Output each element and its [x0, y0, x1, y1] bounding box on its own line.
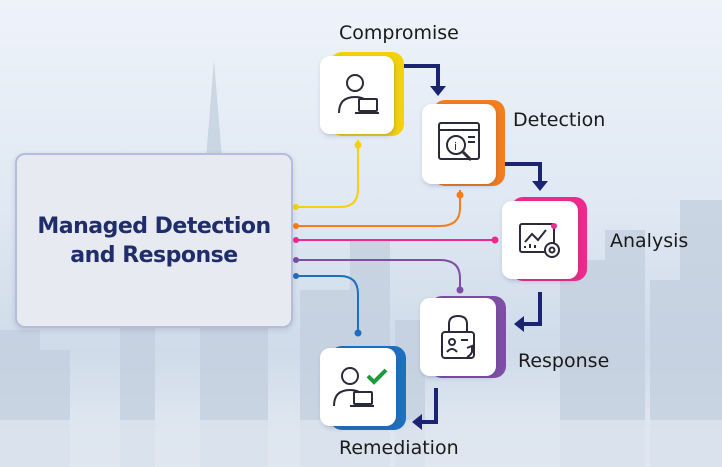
main-title-box: Managed Detection and Response: [15, 153, 293, 328]
flow-arrowhead-1: [430, 86, 446, 96]
label-detection: Detection: [513, 109, 606, 131]
step-card-remediation: [320, 346, 406, 430]
flow-arrow-1: [404, 64, 440, 88]
main-title-line-1: Managed Detection: [37, 213, 271, 239]
magnifier-window-icon: i: [438, 122, 480, 162]
connector-remediation: [295, 275, 359, 335]
step-card-response: [420, 296, 506, 378]
step-card-analysis: [502, 197, 587, 281]
user-check-icon: [333, 367, 388, 407]
flow-arrowhead-2: [532, 181, 548, 191]
svg-text:i: i: [454, 140, 457, 153]
analytics-dashboard-icon: [519, 223, 560, 258]
flow-arrowhead-3: [514, 316, 524, 332]
flow-arrow-3: [522, 292, 542, 326]
connector-compromise: [295, 140, 359, 208]
main-title-line-2: and Response: [70, 242, 238, 268]
lock-user-icon: [441, 314, 475, 359]
flow-arrowhead-4: [412, 414, 422, 430]
label-response: Response: [518, 350, 610, 372]
flow-arrow-2: [505, 162, 542, 183]
label-remediation: Remediation: [339, 437, 459, 459]
connector-detection: [295, 190, 461, 227]
step-card-detection: [422, 100, 505, 186]
label-compromise: Compromise: [339, 22, 459, 44]
step-card-compromise: [320, 52, 404, 136]
connector-response: [295, 259, 461, 292]
flow-arrow-4: [420, 388, 438, 424]
user-laptop-icon: [338, 74, 379, 114]
label-analysis: Analysis: [610, 230, 689, 252]
